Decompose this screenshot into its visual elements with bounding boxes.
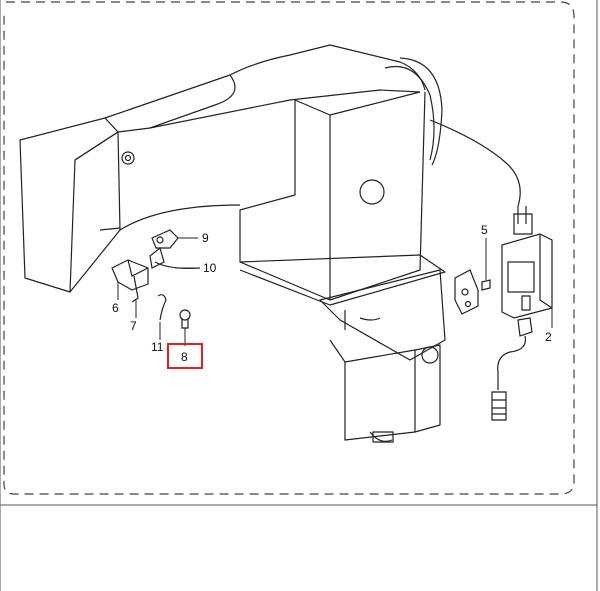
dashed-assembly-boundary xyxy=(3,1,575,495)
upper-arm-hump xyxy=(149,74,236,129)
part-5-screw xyxy=(481,279,491,291)
callout-part-6: 6 xyxy=(112,301,119,315)
pulley-housing xyxy=(384,66,435,161)
machine-head xyxy=(19,44,446,443)
part-11-spring xyxy=(157,294,167,321)
part-8-highlight-box xyxy=(167,343,203,369)
base-lower xyxy=(319,269,446,361)
part-9-bracket xyxy=(151,229,179,249)
part-8-screw xyxy=(179,309,191,321)
cable xyxy=(497,335,527,390)
lever-assembly xyxy=(111,229,201,329)
callout-labels: 9 10 6 7 11 8 5 2 xyxy=(112,223,552,364)
callout-part-11: 11 xyxy=(151,340,164,354)
bed xyxy=(344,349,416,441)
face-plate xyxy=(19,117,119,293)
base-plate xyxy=(239,254,446,306)
connector xyxy=(517,317,533,337)
mount-plate xyxy=(454,269,479,315)
callout-part-7: 7 xyxy=(130,319,137,333)
callout-part-10: 10 xyxy=(203,261,217,275)
upper-arm-top xyxy=(104,44,426,119)
leader-lines xyxy=(117,237,553,346)
arm-underside xyxy=(119,204,241,231)
part-6-bracket xyxy=(111,259,149,291)
column-opening xyxy=(359,179,385,205)
callout-part-5: 5 xyxy=(481,223,488,237)
cable-up xyxy=(517,206,527,224)
switch-unit xyxy=(429,119,553,421)
upper-arm-lower xyxy=(117,89,421,133)
callout-part-9: 9 xyxy=(202,231,209,245)
part-2-box xyxy=(501,233,553,319)
plug xyxy=(491,391,507,421)
callout-part-8: 8 xyxy=(181,350,188,364)
face-plate-side xyxy=(69,131,121,293)
part-7-clip xyxy=(131,275,139,303)
face-plate-screw xyxy=(121,151,135,165)
part-10-link xyxy=(149,246,165,269)
arm-column xyxy=(239,91,426,301)
callout-part-2: 2 xyxy=(545,330,552,344)
